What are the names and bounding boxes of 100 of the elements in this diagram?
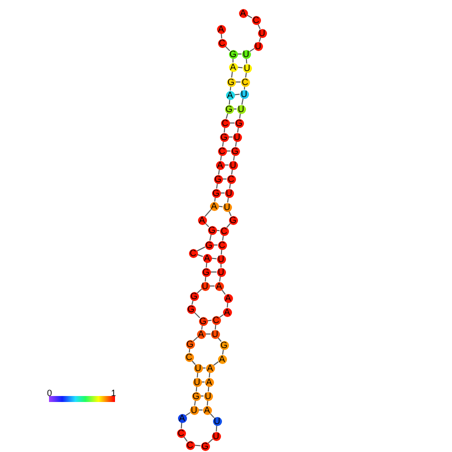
backbone-line [213,361,219,366]
nucleotide-circle: G [198,316,208,326]
backbone-line [222,235,224,241]
backbone-line [224,127,226,133]
backbone-line [222,141,224,147]
nucleotide-circle: A [226,90,234,100]
backbone-line [208,372,210,378]
backbone-line [246,58,248,64]
nucleotide-circle: A [202,254,212,262]
nucleotide-circle: A [202,406,212,414]
nucleotide-circle: U [204,392,212,400]
nucleotide-circle: U [212,432,220,440]
nucleotide-circle: U [190,406,198,414]
nucleotide-circle: C [218,38,226,48]
nucleotide-circle: U [224,188,234,198]
nucleotide-circle: U [222,202,232,212]
nucleotide-circle: G [220,132,228,142]
nucleotide-circle: C [218,240,226,250]
nucleotide-circle: A [222,308,232,316]
backbone-line [196,386,198,392]
backbone-line [226,302,228,308]
nucleotide-circle: G [186,340,194,348]
backbone-line [204,208,212,218]
nucleotide-circle: G [190,292,198,300]
nucleotide-circle: A [204,378,214,386]
scale-tick-label: 1 [111,388,116,398]
nucleotide-circle: U [212,416,222,426]
backbone-line [219,276,221,282]
nucleotide-circle: G [228,50,238,58]
backbone-line [196,288,202,294]
backbone-line [206,400,208,406]
nucleotide-circle: G [228,216,238,224]
backbone-line [229,183,231,189]
nucleotide-circle: A [238,8,248,18]
backbone-line [226,223,231,228]
nucleotide-circle: C [188,248,198,258]
backbone-line [222,349,224,355]
nucleotide-circle: U [258,28,266,38]
base-pair-line [237,66,243,68]
backbone-line [216,425,218,432]
nucleotide-circle: A [224,294,232,302]
nucleotide-circle: A [216,160,224,170]
nucleotide-circle: U [242,50,250,58]
backbone-line [227,197,229,203]
backbone-line [231,71,233,78]
nucleotide-circle: G [234,118,244,128]
backbone-line [233,155,235,161]
backbone-line [220,249,222,255]
nucleotide-circle: G [212,188,220,198]
nucleotide-circle: A [218,354,226,364]
backbone-line [231,169,233,175]
nucleotide-circle: C [218,146,226,156]
backbone-line [220,33,222,39]
nucleotide-circle: C [176,428,186,438]
backbone-line [194,444,201,446]
nucleotide-circle: G [214,174,222,184]
nucleotide-circle: G [208,226,216,234]
backbone-line [249,48,255,52]
nucleotide-circle: A [178,414,186,422]
backbone-line [206,262,208,268]
backbone-line [204,276,206,282]
nucleotide-circle: C [220,226,228,236]
nucleotide-circle: G [204,240,214,250]
nucleotide-circle: U [232,132,242,142]
nucleotide-circle: U [228,160,238,170]
nucleotide-circle: C [220,118,230,128]
nucleotide-circle: C [184,352,194,362]
nucleotide-circle: C [186,440,194,450]
nucleotide-circle: A [216,24,226,34]
nucleotide-circle: U [192,378,202,386]
nucleotide-circle: C [226,174,236,184]
backbone-line [258,36,262,42]
backbone-line [220,155,222,161]
base-pair-line [234,94,240,96]
nucleotide-circle: U [200,282,210,290]
nucleotide-circle: U [216,254,226,264]
backbone-line [237,127,239,133]
nucleotide-circle: U [240,90,248,98]
backbone-line [245,72,247,78]
nucleotide-circle: G [230,146,240,156]
nucleotide-circle: A [196,330,206,338]
nucleotide-circle: G [200,442,210,450]
backbone-line [185,412,191,416]
nucleotide-circle: G [226,78,236,86]
backbone-line [209,234,212,242]
nucleotide-circle: A [228,62,238,72]
base-pair-line [229,122,235,124]
backbone-line [180,422,182,429]
nucleotide-circle: U [210,330,220,338]
backbone-line [241,98,244,106]
backbone-line [214,324,216,330]
nucleotide-circle: G [224,104,234,114]
backbone-line [194,400,196,406]
backbone-line [204,222,210,228]
nucleotide-circle: G [186,304,196,314]
nucleotide-circle: U [216,268,226,276]
backbone-line [235,141,237,147]
backbone-line [218,169,220,175]
nucleotide-circle: U [194,364,202,372]
nucleotide-circle: C [252,16,260,24]
